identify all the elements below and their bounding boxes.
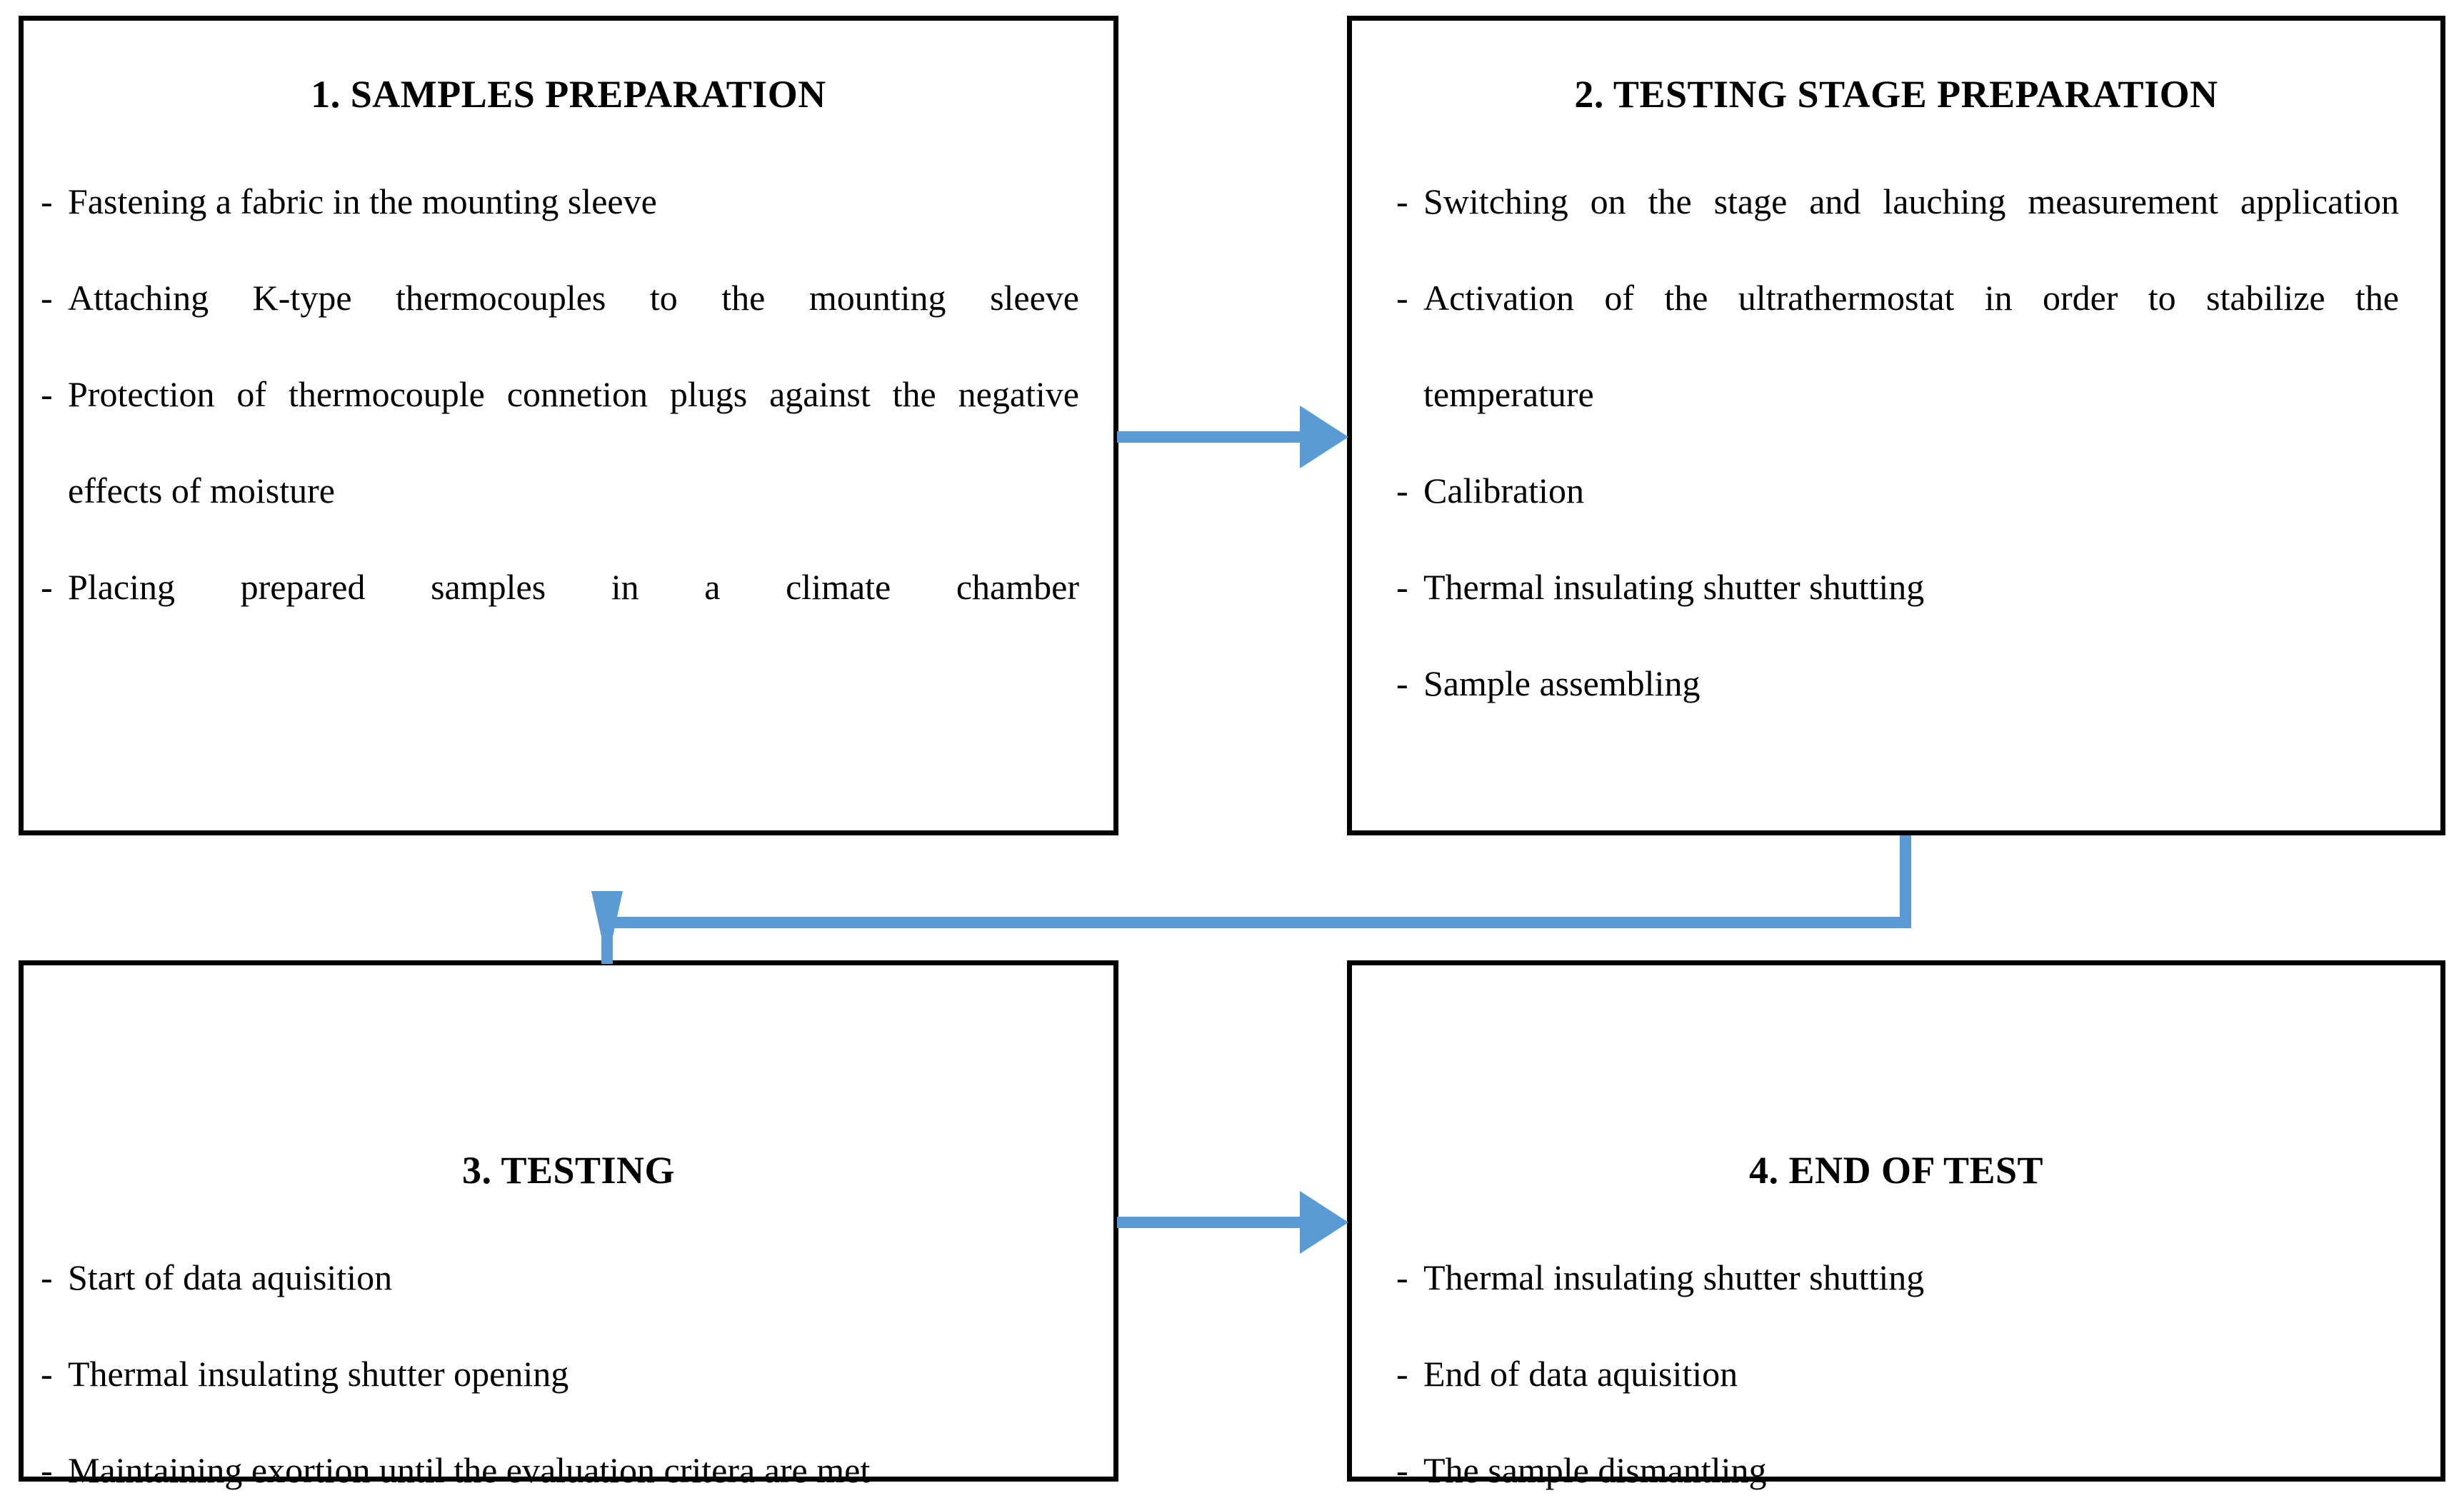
flow-box-end-of-test: 4. END OF TEST - Thermal insulating shut…	[1347, 960, 2445, 1490]
list-item-label: Switching on the stage and lauching meas…	[1423, 181, 2399, 221]
bullet-dash-icon: -	[41, 1354, 53, 1394]
list-item-label: Attaching K-type thermocouples to the mo…	[68, 278, 1079, 318]
bullet-dash-icon: -	[41, 1257, 53, 1297]
flow-box-testing-stage-preparation: 2. TESTING STAGE PREPARATION - Switching…	[1347, 16, 2445, 835]
list-item: - Maintaining exortion until the evaluat…	[41, 1422, 1079, 1503]
bullet-dash-icon: -	[41, 278, 53, 318]
bullet-dash-icon: -	[1396, 1257, 1408, 1297]
list-item: - The sample dismantling	[1396, 1422, 2399, 1503]
list-item-label: Thermal insulating shutter opening	[68, 1354, 569, 1394]
list-item: - Thermal insulating shutter shutting	[1396, 1230, 2399, 1326]
list-item-label: The sample dismantling	[1423, 1450, 1767, 1490]
list-item: - Attaching K-type thermocouples to the …	[41, 250, 1079, 346]
list-item-label: Fastening a fabric in the mounting sleev…	[68, 181, 657, 221]
box-title-2: 2. TESTING STAGE PREPARATION	[1574, 73, 2218, 116]
list-item-label: Calibration	[1423, 471, 1584, 511]
arrow-box2-to-box3-head-icon	[591, 891, 623, 962]
list-item: - Sample assembling	[1396, 635, 2399, 732]
bullet-dash-icon: -	[1396, 181, 1408, 221]
list-item: - Protection of thermocouple connetion p…	[41, 346, 1079, 539]
list-item-label: Thermal insulating shutter shutting	[1423, 1257, 1925, 1297]
box-title-4: 4. END OF TEST	[1748, 1149, 2044, 1192]
box-title-3: 3. TESTING	[461, 1149, 676, 1192]
flow-box-samples-preparation: 1. SAMPLES PREPARATION - Fastening a fab…	[19, 16, 1118, 835]
arrow-box2-to-box3-segment-left	[601, 917, 1905, 928]
list-item-label: Start of data aquisition	[68, 1257, 393, 1297]
list-item: - Fastening a fabric in the mounting sle…	[41, 154, 1079, 250]
list-item: - Switching on the stage and lauching me…	[1396, 154, 2399, 250]
bullet-dash-icon: -	[1396, 567, 1408, 607]
bullet-dash-icon: -	[41, 181, 53, 221]
list-item-label: Maintaining exortion until the evaluatio…	[68, 1450, 871, 1490]
list-item: - Activation of the ultrathermostat in o…	[1396, 250, 2399, 443]
bullet-dash-icon: -	[41, 1450, 53, 1490]
list-item-label: Sample assembling	[1423, 663, 1701, 703]
list-item-label: End of data aquisition	[1423, 1354, 1738, 1394]
bullet-dash-icon: -	[41, 374, 53, 414]
box-items-1: - Fastening a fabric in the mounting sle…	[24, 154, 1113, 635]
bullet-dash-icon: -	[41, 567, 53, 607]
box-items-2: - Switching on the stage and lauching me…	[1352, 154, 2440, 732]
bullet-dash-icon: -	[1396, 278, 1408, 318]
list-item: - Calibration	[1396, 443, 2399, 539]
list-item-label: Activation of the ultrathermostat in ord…	[1423, 278, 2399, 414]
bullet-dash-icon: -	[1396, 471, 1408, 511]
bullet-dash-icon: -	[1396, 663, 1408, 703]
list-item: - Start of data aquisition	[41, 1230, 1079, 1326]
arrow-box2-to-box3-segment-down	[1900, 835, 1911, 928]
list-item: - Thermal insulating shutter opening	[41, 1326, 1079, 1422]
box-items-3: - Start of data aquisition - Thermal ins…	[24, 1230, 1113, 1503]
arrow-box1-to-box2-shaft	[1117, 431, 1308, 443]
bullet-dash-icon: -	[1396, 1450, 1408, 1490]
list-item-label: Protection of thermocouple connetion plu…	[68, 374, 1079, 511]
box-items-4: - Thermal insulating shutter shutting - …	[1352, 1230, 2440, 1503]
list-item: - End of data aquisition	[1396, 1326, 2399, 1422]
bullet-dash-icon: -	[1396, 1354, 1408, 1394]
flow-box-testing: 3. TESTING - Start of data aquisition - …	[19, 960, 1118, 1490]
arrow-box3-to-box4-shaft	[1117, 1217, 1308, 1228]
box-title-1: 1. SAMPLES PREPARATION	[311, 73, 826, 116]
arrow-box1-to-box2-head-icon	[1300, 406, 1348, 468]
list-item: - Placing prepared samples in a climate …	[41, 539, 1079, 635]
list-item-label: Placing prepared samples in a climate ch…	[68, 567, 1079, 607]
arrow-box3-to-box4-head-icon	[1300, 1191, 1348, 1254]
list-item-label: Thermal insulating shutter shutting	[1423, 567, 1925, 607]
list-item: - Thermal insulating shutter shutting	[1396, 539, 2399, 635]
